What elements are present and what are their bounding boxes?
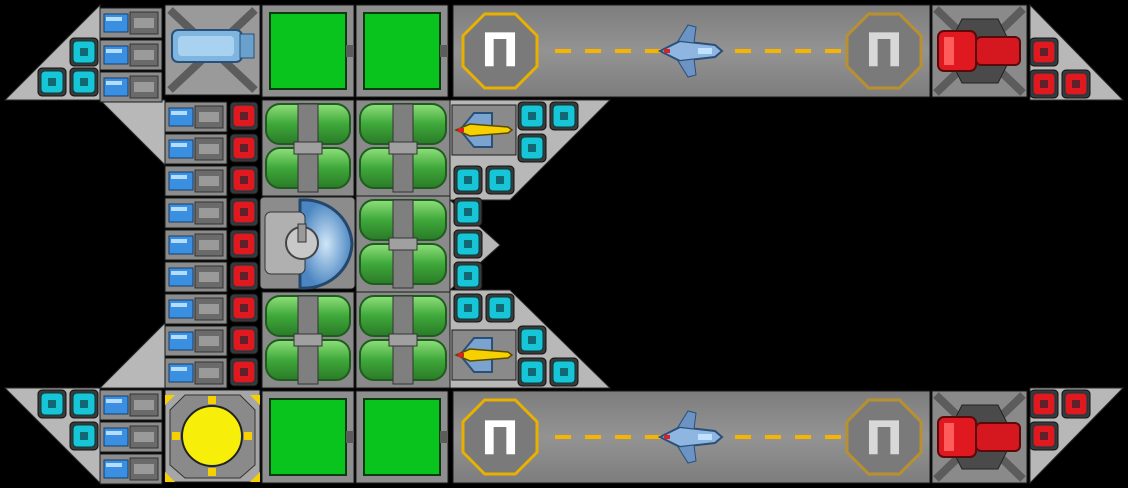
landing-pad-label-bottom-right: Π bbox=[865, 411, 904, 465]
engine-thruster-icon bbox=[164, 229, 228, 261]
cyan-module-icon bbox=[453, 165, 483, 195]
landing-pad-label-bottom-left: Π bbox=[481, 411, 520, 465]
cargo-bays bbox=[261, 4, 449, 484]
red-module-icon bbox=[1029, 37, 1059, 67]
red-module-icon bbox=[229, 197, 259, 227]
engine-thruster-icon bbox=[99, 453, 163, 485]
cyan-module-icon bbox=[69, 389, 99, 419]
red-module-icon bbox=[229, 261, 259, 291]
cyan-module-icon bbox=[453, 197, 483, 227]
cargo-container-icon bbox=[355, 4, 449, 98]
system-modules bbox=[37, 37, 1091, 451]
cyan-module-icon bbox=[549, 357, 579, 387]
cyan-module-icon bbox=[517, 325, 547, 355]
turret-icon bbox=[931, 390, 1028, 484]
engine-thruster-icon bbox=[164, 4, 261, 96]
cyan-module-icon bbox=[69, 37, 99, 67]
fighter-craft-icon bbox=[451, 329, 517, 381]
red-module-icon bbox=[1029, 421, 1059, 451]
engine-thruster-icon bbox=[164, 325, 228, 357]
cyan-module-icon bbox=[485, 165, 515, 195]
fuel-tank-icon bbox=[261, 99, 355, 197]
fighter-craft-icon bbox=[657, 410, 724, 464]
cyan-module-icon bbox=[453, 229, 483, 259]
landing-pad-icon bbox=[845, 12, 923, 90]
engine-thruster-icon bbox=[164, 165, 228, 197]
engine-thruster-icon bbox=[164, 357, 228, 389]
engine-thruster-icon bbox=[164, 133, 228, 165]
cyan-module-icon bbox=[69, 421, 99, 451]
landing-pad-icon bbox=[461, 398, 539, 476]
fuel-tank-icon bbox=[355, 99, 451, 197]
fuel-tank-icon bbox=[261, 291, 355, 389]
cyan-module-icon bbox=[485, 293, 515, 323]
engine-thruster-icon bbox=[99, 7, 163, 39]
engine-thruster-icon bbox=[164, 101, 228, 133]
red-module-icon bbox=[229, 293, 259, 323]
engine-thruster-icon bbox=[99, 421, 163, 453]
cyan-module-icon bbox=[517, 101, 547, 131]
engine-thruster-icon bbox=[99, 71, 163, 103]
landing-pad-icon bbox=[845, 398, 923, 476]
cyan-module-icon bbox=[517, 133, 547, 163]
cyan-module-icon bbox=[549, 101, 579, 131]
landing-pad-label-top-right: Π bbox=[865, 23, 904, 77]
landing-runway-bottom bbox=[452, 390, 931, 484]
landing-runway-top bbox=[452, 4, 931, 98]
red-module-icon bbox=[1061, 69, 1091, 99]
fuel-tank-icon bbox=[355, 291, 451, 389]
landing-pad-icon bbox=[461, 12, 539, 90]
engine-column bbox=[99, 7, 228, 485]
landing-pad-label-top-left: Π bbox=[481, 23, 520, 77]
red-module-icon bbox=[1061, 389, 1091, 419]
pad-labels: Π Π Π Π bbox=[481, 23, 904, 465]
red-module-icon bbox=[1029, 389, 1059, 419]
cyan-module-icon bbox=[37, 67, 67, 97]
engine-thruster-icon bbox=[164, 261, 228, 293]
engine-thruster-icon bbox=[164, 293, 228, 325]
cargo-container-icon bbox=[355, 390, 449, 484]
fuel-tank-icon bbox=[355, 195, 451, 293]
engine-thruster-icon bbox=[99, 389, 163, 421]
engine-thruster-icon bbox=[99, 39, 163, 71]
engine-thruster-icon bbox=[164, 197, 228, 229]
cyan-module-icon bbox=[69, 67, 99, 97]
red-module-icon bbox=[229, 101, 259, 131]
cargo-container-icon bbox=[261, 390, 355, 484]
cockpit-dome-icon bbox=[259, 196, 356, 290]
cyan-module-icon bbox=[37, 389, 67, 419]
red-module-icon bbox=[229, 133, 259, 163]
cyan-module-icon bbox=[453, 261, 483, 291]
cyan-module-icon bbox=[517, 357, 547, 387]
red-module-icon bbox=[229, 165, 259, 195]
fighter-craft-icon bbox=[657, 24, 724, 78]
fighter-craft-icon bbox=[451, 104, 517, 156]
fuel-tanks bbox=[261, 99, 451, 389]
red-module-icon bbox=[229, 325, 259, 355]
red-module-icon bbox=[229, 229, 259, 259]
turret-icon bbox=[931, 4, 1028, 98]
cyan-module-icon bbox=[453, 293, 483, 323]
reactor-core-icon bbox=[164, 389, 261, 483]
red-module-icon bbox=[1029, 69, 1059, 99]
cargo-container-icon bbox=[261, 4, 355, 98]
red-module-icon bbox=[229, 357, 259, 387]
